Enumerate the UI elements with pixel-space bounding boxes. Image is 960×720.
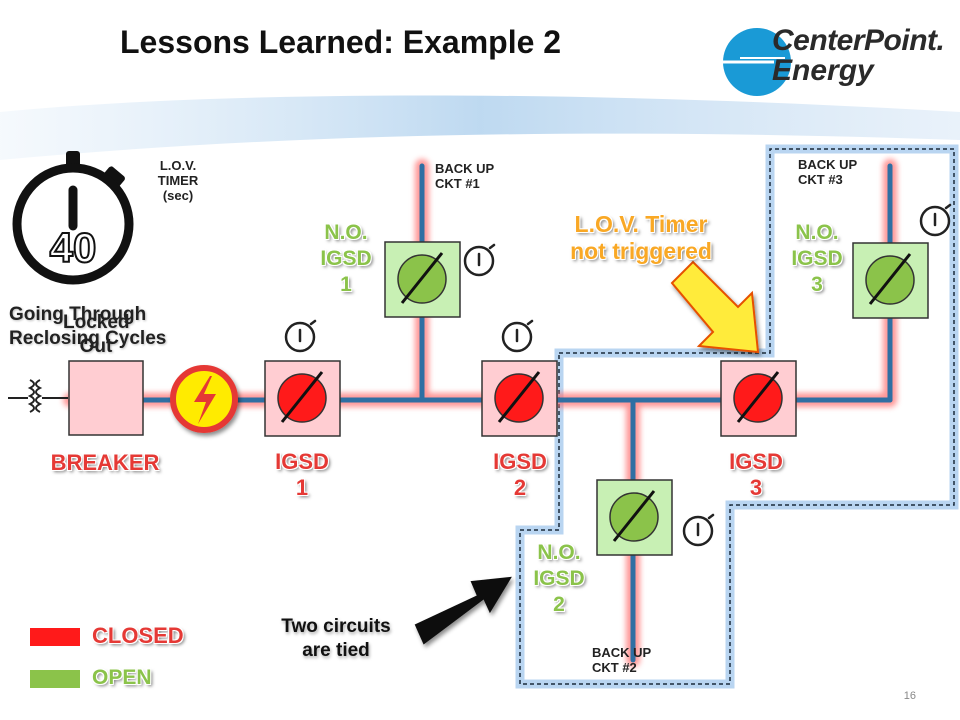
breaker-status-a-line-2: Reclosing Cycles	[9, 328, 167, 349]
no-igsd-2-label: N.O. IGSD 2	[519, 540, 599, 618]
lov-timer-label-line-2: TIMER	[157, 173, 199, 188]
fault-icon	[170, 365, 238, 433]
page-number: 16	[903, 690, 916, 702]
no-igsd-3-line-1: N.O.	[795, 221, 839, 244]
igsd-3-label: IGSD 3	[716, 449, 796, 501]
stopwatch-icon-no2	[682, 513, 715, 547]
backup-ckt-3-line-1: BACK UP	[798, 157, 858, 172]
no-igsd-3-line-2: IGSD	[791, 247, 843, 270]
no-igsd-3-label: N.O. IGSD 3	[777, 220, 857, 298]
lov-callout-arrow	[670, 260, 760, 354]
lov-callout-line-2: not triggered	[570, 238, 712, 264]
legend-closed-swatch	[30, 628, 80, 646]
logo: CenterPoint. Energy	[772, 24, 945, 87]
no-igsd-1-label: N.O. IGSD 1	[306, 220, 386, 298]
igsd-2-switch	[481, 360, 558, 437]
no-igsd-2-line-2: IGSD	[533, 567, 585, 590]
igsd-2-label-line-2: 2	[513, 475, 527, 500]
breaker-label: BREAKER	[50, 450, 160, 475]
no-igsd-2-line-3: 2	[553, 593, 565, 616]
backup-ckt-3-line-2: CKT #3	[798, 172, 843, 187]
stopwatch-icon-igsd1	[284, 319, 317, 353]
header-swoosh	[0, 95, 960, 160]
no-igsd-1-line-3: 1	[340, 273, 352, 296]
igsd-1-label: IGSD 1	[262, 449, 342, 501]
igsd-3-label-line-1: IGSD	[729, 449, 783, 474]
breaker-status-locked-out: Locked Out	[63, 311, 130, 359]
stopwatch-icon-no3	[919, 203, 952, 237]
backup-ckt-1-line-1: BACK UP	[435, 161, 495, 176]
lov-timer-stopwatch-icon	[12, 151, 134, 285]
igsd-1-label-line-2: 1	[295, 475, 309, 500]
igsd-3-label-line-2: 3	[749, 475, 763, 500]
transformer-symbol	[8, 379, 68, 413]
no-igsd-1-line-1: N.O.	[324, 221, 368, 244]
tied-callout-line-1: Two circuits	[281, 616, 391, 637]
igsd-2-label-line-1: IGSD	[493, 449, 547, 474]
no-igsd-2-line-1: N.O.	[537, 541, 581, 564]
tied-callout: Two circuits are tied	[262, 615, 410, 663]
breaker-status-b-line-1: Locked	[63, 312, 130, 333]
no-igsd-2-switch	[596, 479, 673, 556]
lov-timer-label-line-1: L.O.V.	[159, 158, 197, 173]
breaker-status-a-line-1: Going Through	[9, 304, 147, 325]
backup-ckt-2-label: BACK UP CKT #2	[592, 645, 651, 675]
legend-open-swatch	[30, 670, 80, 688]
lov-callout-line-1: L.O.V. Timer	[574, 211, 708, 237]
no-igsd-1-line-2: IGSD	[320, 247, 372, 270]
breaker-box	[68, 360, 144, 436]
logo-mark	[723, 28, 791, 96]
tied-callout-arrow	[414, 576, 512, 645]
logo-line-2: Energy	[772, 54, 874, 87]
no-igsd-1-switch	[384, 241, 461, 318]
backup-ckt-1-label: BACK UP CKT #1	[435, 161, 494, 191]
logo-line-1: CenterPoint.	[772, 24, 945, 57]
page-title: Lessons Learned: Example 2	[120, 24, 562, 60]
stopwatch-icon-no1	[463, 243, 496, 277]
timer-display: 40	[49, 224, 98, 271]
stopwatch-icon-igsd2	[501, 319, 534, 353]
no-igsd-3-line-3: 3	[811, 273, 823, 296]
lov-timer-label-line-3: (sec)	[162, 188, 194, 203]
backup-ckt-2-line-2: CKT #2	[592, 660, 637, 675]
tied-callout-line-2: are tied	[302, 640, 370, 661]
breaker-status-going-through: Going Through Reclosing Cycles	[9, 303, 166, 351]
legend-closed-label: CLOSED	[92, 623, 184, 648]
backup-ckt-1-line-2: CKT #1	[435, 176, 480, 191]
backup-ckt-2-line-1: BACK UP	[592, 645, 652, 660]
legend-open-label: OPEN	[92, 666, 152, 689]
backup-ckt-3-label: BACK UP CKT #3	[798, 157, 857, 187]
igsd-1-label-line-1: IGSD	[275, 449, 329, 474]
lov-callout: L.O.V. Timer not triggered	[553, 211, 729, 265]
igsd-2-label: IGSD 2	[480, 449, 560, 501]
breaker-status-b-line-2: Out	[79, 336, 113, 357]
igsd-1-switch	[264, 360, 341, 437]
igsd-3-switch	[720, 360, 797, 437]
lov-timer-label: L.O.V. TIMER (sec)	[143, 158, 213, 203]
tied-circuit-outline	[515, 144, 959, 689]
no-igsd-3-switch	[852, 242, 929, 319]
